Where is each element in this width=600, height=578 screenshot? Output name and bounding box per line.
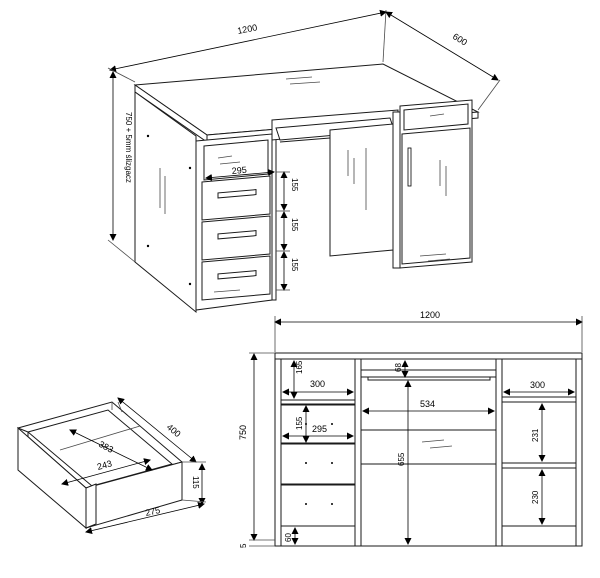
dim-right-bottom-height: 230 — [531, 490, 540, 504]
dim-top-width: 1200 — [236, 22, 258, 36]
dim-iso-drawer-width: 295 — [231, 165, 247, 176]
dim-height: 750 + 5mm ślizgacz — [124, 112, 133, 183]
dim-front-height: 750 — [238, 425, 248, 440]
dim-left-niche-height: 165 — [295, 360, 304, 374]
dim-center-height: 655 — [397, 452, 406, 466]
dim-drawer-inner-width: 243 — [96, 458, 113, 472]
dim-glider: 5 — [239, 543, 248, 548]
dim-drawer-height: 115 — [191, 476, 200, 489]
isometric-desk-view: 1200 600 750 + 5mm ślizgacz 295 155 155 … — [107, 9, 501, 314]
dim-center-width: 534 — [420, 399, 435, 409]
dim-keyboard-height: 68 — [394, 363, 403, 372]
dim-top-depth: 600 — [451, 31, 469, 47]
dim-right-shelf-height: 231 — [531, 428, 540, 442]
dim-drawer-width: 275 — [144, 505, 161, 518]
dim-drawer-depth: 400 — [165, 422, 183, 439]
dim-iso-drawer-2: 155 — [290, 218, 299, 232]
dim-front-drawer-height: 155 — [295, 416, 304, 430]
dim-left-niche-width: 300 — [310, 379, 325, 389]
front-elevation-view: 1200 — [238, 310, 583, 548]
drawer-detail-view: 400 383 243 115 275 — [16, 397, 207, 535]
dim-right-niche-width: 300 — [530, 380, 545, 390]
dim-front-width: 1200 — [420, 310, 440, 320]
dim-plinth-height: 60 — [284, 533, 293, 542]
dim-iso-drawer-3: 155 — [290, 258, 299, 272]
dim-front-drawer-width: 295 — [312, 424, 327, 434]
dim-iso-drawer-1: 155 — [290, 178, 299, 192]
